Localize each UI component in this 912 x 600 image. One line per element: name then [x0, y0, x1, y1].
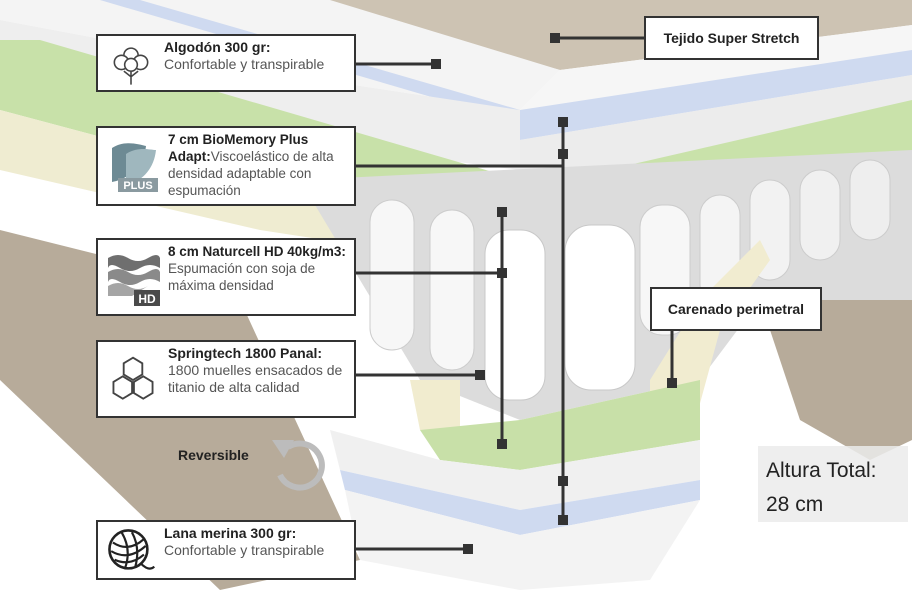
cotton-flower-icon	[113, 47, 149, 85]
label-carenado-perimetral: Carenado perimetral	[650, 287, 822, 331]
bottom-white-layer	[330, 430, 700, 510]
callout-title: 8 cm Naturcell HD 40kg/m3:	[168, 244, 346, 259]
honeycomb-icon	[112, 356, 154, 400]
label-tejido-super-stretch: Tejido Super Stretch	[644, 16, 819, 60]
total-height-box: Altura Total: 28 cm	[758, 446, 908, 522]
total-height-value: 28 cm	[766, 493, 824, 516]
biomemory-plus-icon: PLUS	[112, 143, 158, 192]
leader-lines	[355, 36, 674, 551]
callout-description: Espumación con soja de máxima densidad	[168, 261, 316, 293]
callout-title: Algodón 300 gr:	[164, 39, 271, 55]
white-layer-right	[520, 75, 912, 190]
plus-badge-text: PLUS	[123, 180, 152, 192]
green-layer-bottom	[420, 380, 700, 470]
callout-title: 7 cm BioMemory Plus Adapt:	[168, 132, 309, 164]
reversible-arrow-icon	[272, 440, 325, 491]
callout-algodon: Algodón 300 gr: Confortable y transpirab…	[96, 34, 356, 92]
reversible-label: Reversible	[178, 447, 249, 463]
callout-description: Confortable y transpirable	[164, 542, 325, 558]
bottom-blue-layer	[340, 470, 700, 535]
callout-description: Confortable y transpirable	[164, 56, 325, 72]
callout-naturcell: HD 8 cm Naturcell HD 40kg/m3: Espumación…	[96, 238, 356, 316]
callout-springtech: Springtech 1800 Panal: 1800 muelles ensa…	[96, 340, 356, 418]
leader-dots	[431, 33, 677, 554]
callout-biomemory: PLUS 7 cm BioMemory Plus Adapt:Viscoelás…	[96, 126, 356, 206]
perimeter-casing-left	[410, 380, 460, 440]
mattress-side-fabric-right	[760, 300, 912, 460]
top-blue-layer-right	[520, 50, 912, 140]
total-height-label: Altura Total:	[766, 459, 877, 482]
callout-title: Lana merina 300 gr:	[164, 525, 297, 541]
callout-description: Viscoelástico de alta densidad adaptable…	[168, 149, 334, 198]
bottom-white-foam	[345, 490, 700, 590]
callout-lana: Lana merina 300 gr: Confortable y transp…	[96, 520, 356, 580]
hd-badge-text: HD	[138, 292, 156, 306]
wool-ball-icon	[108, 529, 156, 570]
callout-title: Springtech 1800 Panal:	[168, 345, 323, 361]
callout-description: 1800 muelles ensacados de titanio de alt…	[168, 362, 343, 395]
naturcell-hd-icon: HD	[108, 255, 160, 306]
